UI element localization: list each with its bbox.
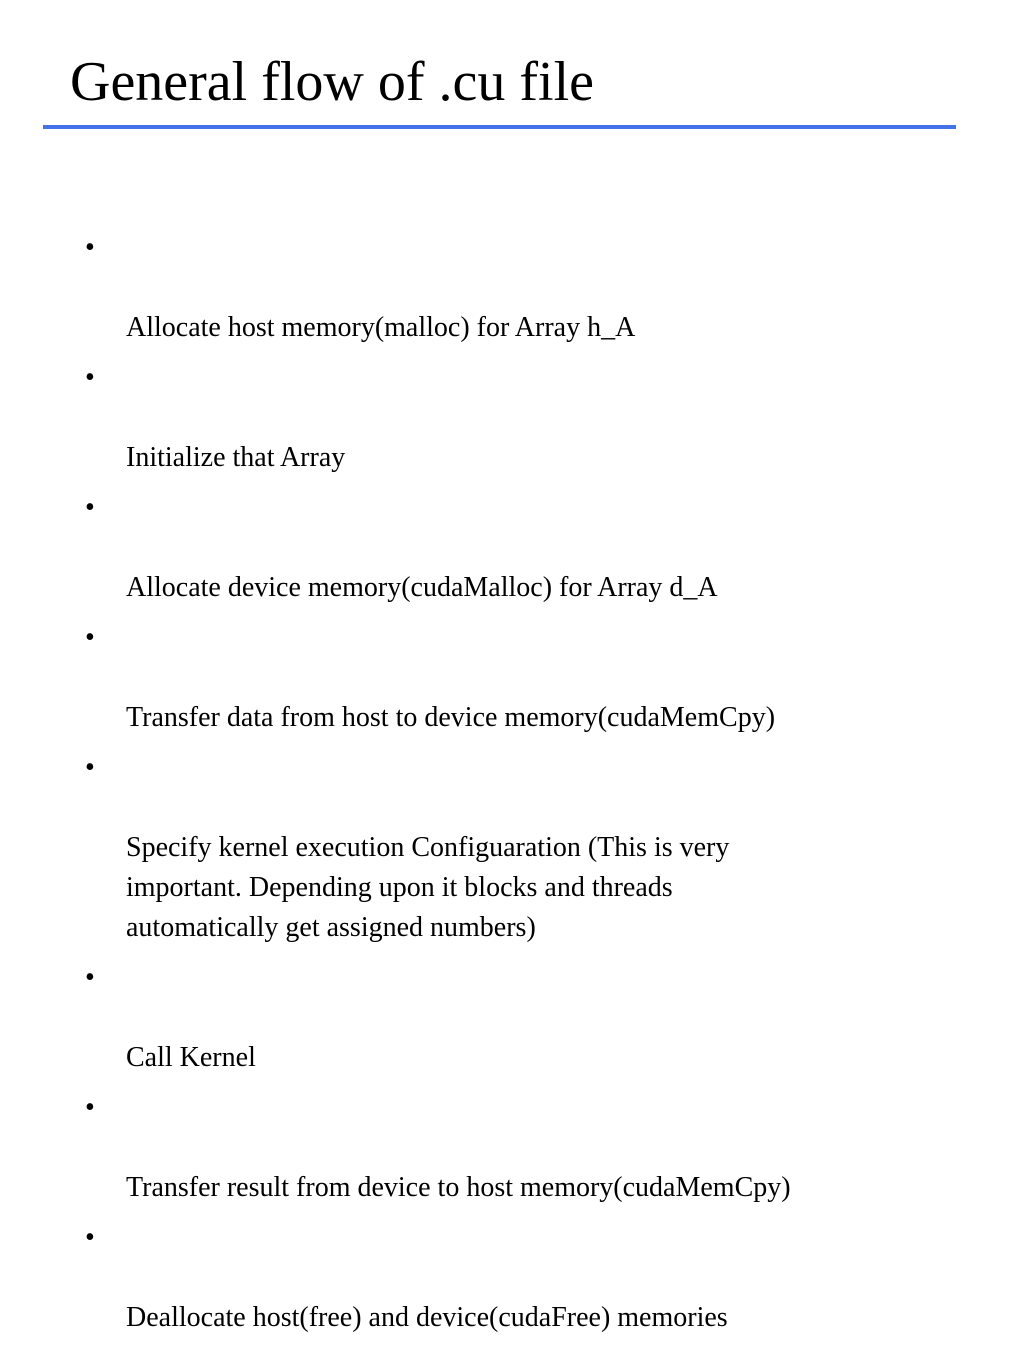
bullet-text: Transfer result from device to host memo… [126, 1172, 791, 1203]
bullet-icon: • [85, 962, 95, 993]
bullet-icon: • [85, 362, 95, 393]
slide: General flow of .cu file • Allocate host… [43, 51, 956, 1333]
bullet-text: Specify kernel execution Configuaration … [126, 832, 730, 943]
bullet-item: • Allocate device memory(cudaMalloc) for… [85, 488, 965, 608]
bullet-text: Initialize that Array [126, 442, 346, 473]
bullet-text: Allocate host memory(malloc) for Array h… [126, 312, 636, 343]
bullet-icon: • [85, 1222, 95, 1253]
title-divider [43, 125, 956, 129]
bullet-item: • Allocate host memory(malloc) for Array… [85, 228, 965, 348]
bullet-text: Allocate device memory(cudaMalloc) for A… [126, 572, 718, 603]
bullet-item: • Deallocate host(free) and device(cudaF… [85, 1218, 965, 1338]
bullet-icon: • [85, 622, 95, 653]
bullet-text: Deallocate host(free) and device(cudaFre… [126, 1302, 728, 1333]
bullet-text: Transfer data from host to device memory… [126, 702, 776, 733]
bullet-icon: • [85, 492, 95, 523]
slide-title: General flow of .cu file [70, 51, 594, 113]
bullet-item: • Specify kernel execution Configuaratio… [85, 748, 965, 948]
bullet-icon: • [85, 232, 95, 263]
bullet-icon: • [85, 1092, 95, 1123]
bullet-list: • Allocate host memory(malloc) for Array… [85, 228, 965, 1348]
bullet-text: Call Kernel [126, 1042, 256, 1073]
bullet-item: • Initialize that Array [85, 358, 965, 478]
bullet-icon: • [85, 752, 95, 783]
bullet-item: • Transfer data from host to device memo… [85, 618, 965, 738]
bullet-item: • Call Kernel [85, 958, 965, 1078]
bullet-item: • Transfer result from device to host me… [85, 1088, 965, 1208]
